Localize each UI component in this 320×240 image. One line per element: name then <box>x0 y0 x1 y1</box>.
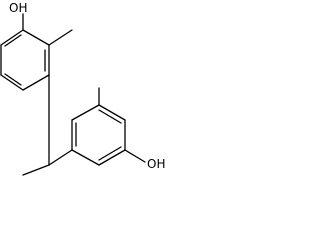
bond <box>98 149 126 166</box>
upper-hydroxyl-label: OH <box>9 1 27 15</box>
upper-benzene-ring <box>0 29 50 91</box>
bond <box>0 29 24 46</box>
double-bond-inner <box>98 109 122 124</box>
central-to-lower-ring-bond <box>48 149 73 166</box>
upper-methyl-bond <box>48 29 73 46</box>
central-methyl-bond <box>22 164 50 176</box>
bond <box>98 104 126 121</box>
lower-oh-bond <box>124 149 146 163</box>
lower-benzene-ring <box>71 104 126 166</box>
double-bond-inner <box>4 73 22 86</box>
bond <box>22 74 50 91</box>
double-bond-inner <box>98 146 122 161</box>
structural-formula: OH OH <box>0 1 165 176</box>
bond <box>71 149 100 166</box>
double-bond-inner <box>4 34 22 47</box>
bond <box>22 29 50 46</box>
bond <box>71 104 100 121</box>
bond <box>0 74 24 91</box>
lower-hydroxyl-label: OH <box>147 157 165 171</box>
